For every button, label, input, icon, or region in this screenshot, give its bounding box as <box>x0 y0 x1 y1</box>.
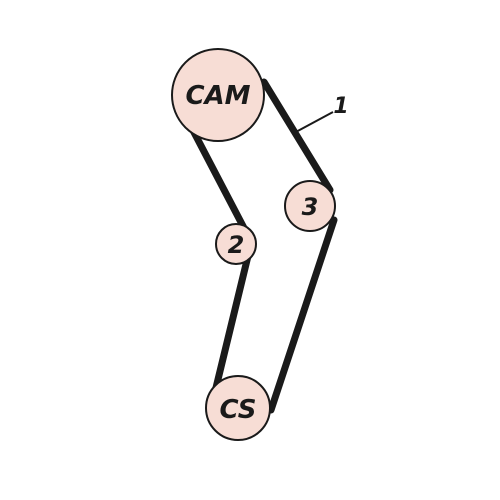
cam-pulley-label: CAM <box>185 81 250 111</box>
idler-pulley-3: 3 <box>284 180 336 232</box>
idler-pulley-3-label: 3 <box>302 193 319 221</box>
cam-pulley: CAM <box>171 48 265 142</box>
cam-pulley-circle <box>171 48 265 142</box>
idler-pulley-3-circle <box>284 180 336 232</box>
idler-pulley-2-circle <box>215 223 257 265</box>
idler-pulley-2: 2 <box>215 223 257 265</box>
belt-strand-idler2-to-cs <box>209 252 252 404</box>
belt-callout-label: 1 <box>333 94 348 119</box>
crankshaft-pulley: CS <box>205 375 271 441</box>
crankshaft-pulley-label: CS <box>220 395 257 425</box>
crankshaft-pulley-circle <box>205 375 271 441</box>
belt-strand-cam-to-idler3 <box>260 78 334 194</box>
belt-callout-leader <box>293 111 334 134</box>
idler-pulley-2-label: 2 <box>228 231 245 259</box>
belt-strand-idler3-to-cs <box>267 216 338 414</box>
